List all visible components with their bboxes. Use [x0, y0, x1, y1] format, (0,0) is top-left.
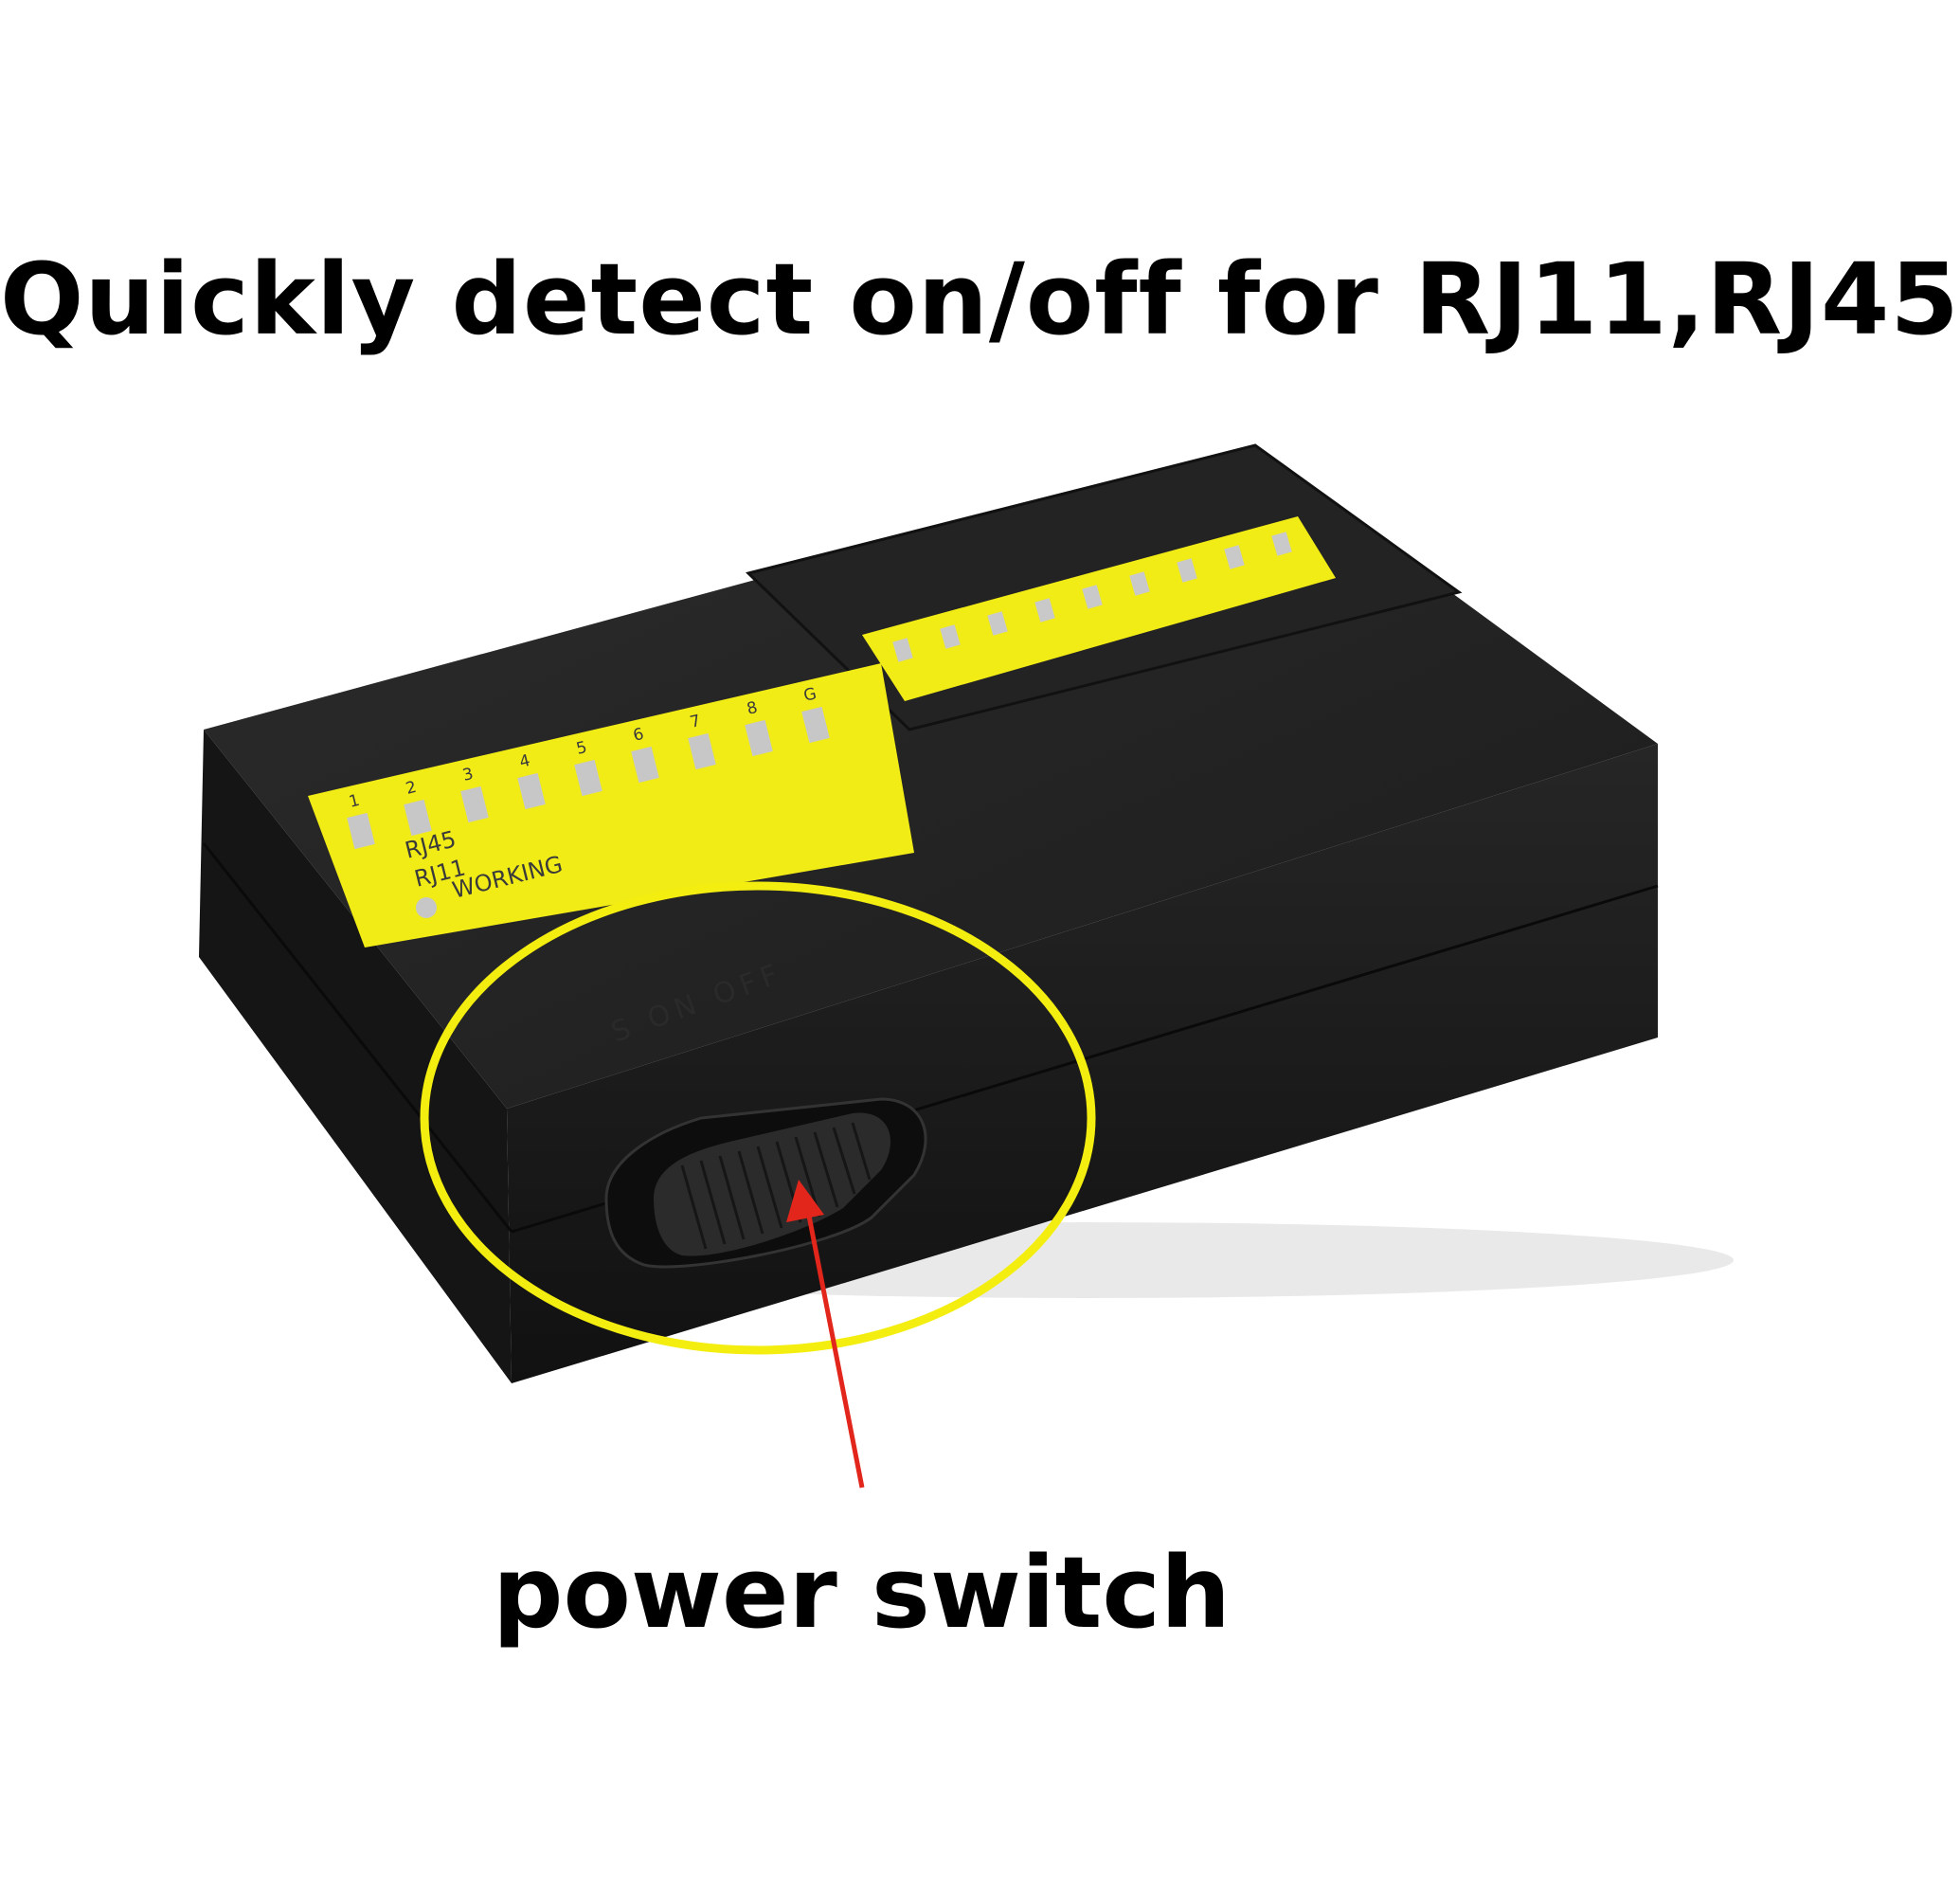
product-photo: 1 2 3 4 5 6 7 8 G RJ45 RJ11 WORKING S ON…: [199, 443, 1734, 1489]
pin-number: 3: [460, 765, 475, 785]
highlight-ring: [420, 881, 1096, 1355]
pin-number: 7: [688, 712, 702, 732]
pointer-arrow: [786, 1180, 865, 1489]
working-led: [416, 897, 437, 918]
pin-number: 1: [347, 791, 361, 812]
pin-number: 6: [631, 725, 645, 746]
pin-number: 5: [574, 738, 588, 759]
pin-number: G: [801, 684, 818, 706]
pin-number: 2: [404, 778, 418, 799]
caption: power switch: [493, 1535, 1232, 1651]
main-label-panel: 1 2 3 4 5 6 7 8 G RJ45 RJ11 WORKING: [308, 663, 914, 948]
pin-number: 4: [517, 751, 531, 772]
headline: Quickly detect on/off for RJ11,RJ45: [0, 242, 1960, 357]
remote-unit-label-panel: [862, 516, 1336, 701]
device-left-face: [199, 730, 512, 1383]
switch-slider: [654, 1112, 890, 1256]
pin-number: 8: [745, 698, 759, 719]
led-indicators: [347, 706, 830, 850]
